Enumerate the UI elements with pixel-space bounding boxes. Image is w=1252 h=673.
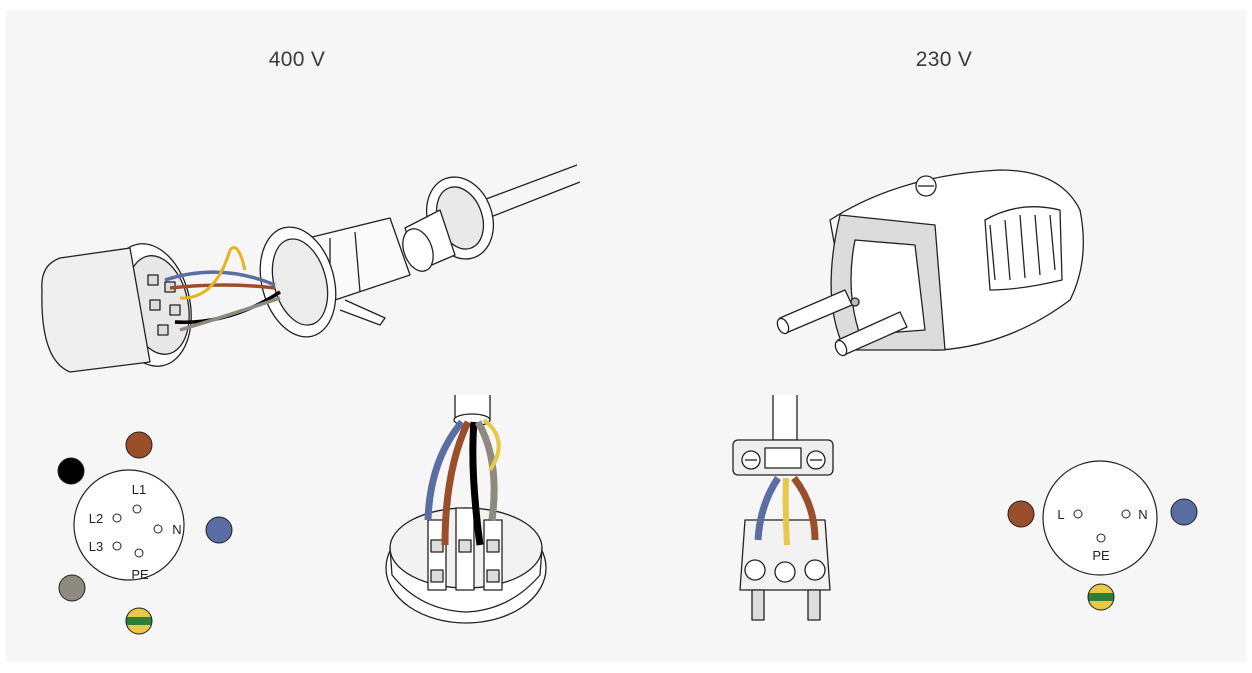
label-n-230: N (1138, 507, 1147, 522)
label-l3: L3 (89, 539, 103, 554)
pin-diagram-230v: L N PE (1007, 460, 1198, 611)
label-n: N (172, 522, 181, 537)
pin-hole-pe-230 (1096, 533, 1106, 543)
pin-diagram-400v: L1 L2 N L3 PE (57, 431, 233, 635)
schuko-plug-230v-illustration (776, 169, 1084, 357)
wire-color-brown-dot (125, 431, 153, 459)
wire-color-brown-dot-230 (1007, 500, 1035, 528)
socket-face-230v (1042, 460, 1158, 576)
label-l1: L1 (132, 482, 146, 497)
wire-color-grey-dot (58, 574, 86, 602)
pin-hole-n-230 (1121, 509, 1131, 519)
background-panel (6, 10, 1246, 662)
wire-color-green-yellow-dot-230 (1087, 583, 1115, 611)
cee-insert-wiring-illustration (385, 395, 547, 624)
pin-hole-n (153, 524, 163, 534)
label-pe-230: PE (1092, 548, 1110, 563)
label-l: L (1057, 507, 1064, 522)
label-pe: PE (131, 567, 149, 582)
pin-hole-l2 (112, 513, 122, 523)
pin-hole-pe (134, 548, 144, 558)
pin-hole-l3 (112, 541, 122, 551)
wire-color-green-yellow-dot (125, 607, 153, 635)
label-l2: L2 (89, 511, 103, 526)
wire-color-black-dot (57, 457, 85, 485)
pin-hole-l (1073, 509, 1083, 519)
socket-face-400v (73, 469, 185, 581)
heading-230v: 230 V (915, 48, 973, 71)
schuko-insert-wiring-illustration (732, 395, 834, 621)
wire-color-blue-dot-230 (1170, 498, 1198, 526)
wire-color-blue-dot (205, 516, 233, 544)
pin-hole-l1 (132, 504, 142, 514)
heading-400v: 400 V (268, 48, 326, 71)
cee-plug-400v-illustration (41, 164, 581, 373)
